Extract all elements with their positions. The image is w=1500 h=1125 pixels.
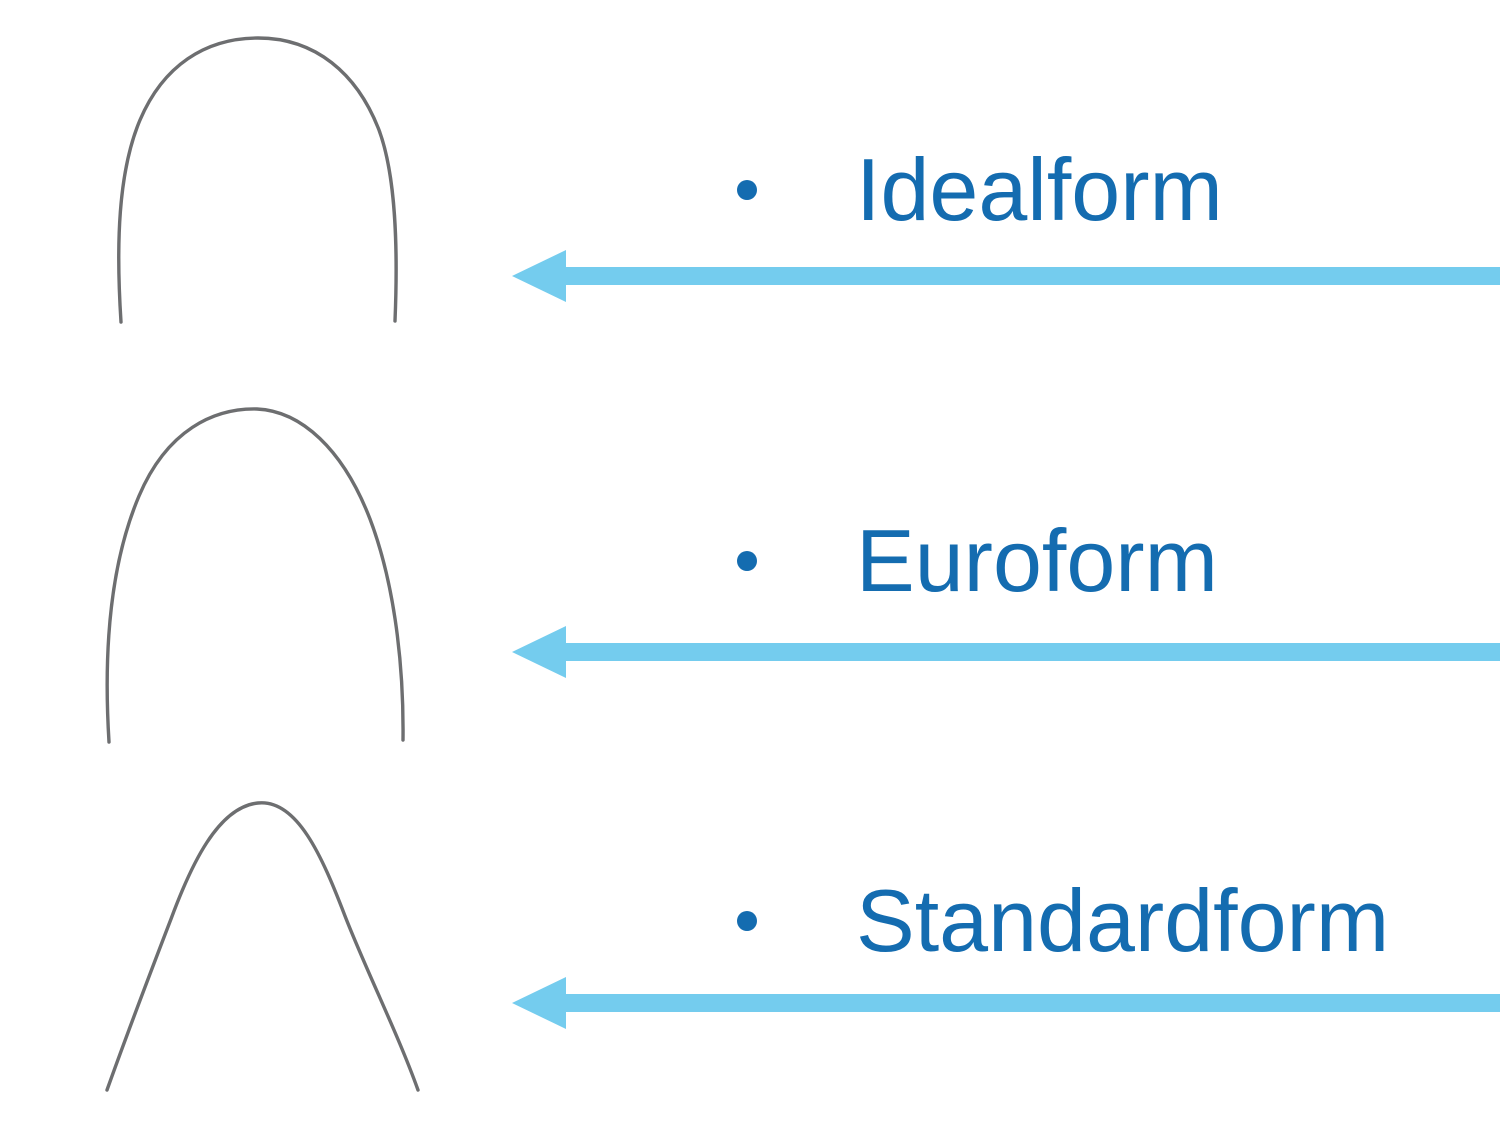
bullet-icon xyxy=(737,180,757,200)
euroform-label: Euroform xyxy=(856,511,1218,610)
idealform-label: Idealform xyxy=(856,140,1223,239)
bullet-icon xyxy=(737,911,757,931)
euroform-archwire-curve xyxy=(105,407,405,744)
euroform-arrow-icon xyxy=(512,626,1500,678)
standardform-archwire-curve xyxy=(105,801,420,1092)
bullet-icon xyxy=(737,551,757,571)
standardform-arrow-icon xyxy=(512,977,1500,1029)
idealform-archwire-curve xyxy=(117,36,398,324)
standardform-label: Standardform xyxy=(856,871,1390,970)
list-item-standardform: Standardform xyxy=(737,876,1389,966)
list-item-idealform: Idealform xyxy=(737,145,1223,235)
list-item-euroform: Euroform xyxy=(737,516,1218,606)
idealform-arrow-icon xyxy=(512,250,1500,302)
